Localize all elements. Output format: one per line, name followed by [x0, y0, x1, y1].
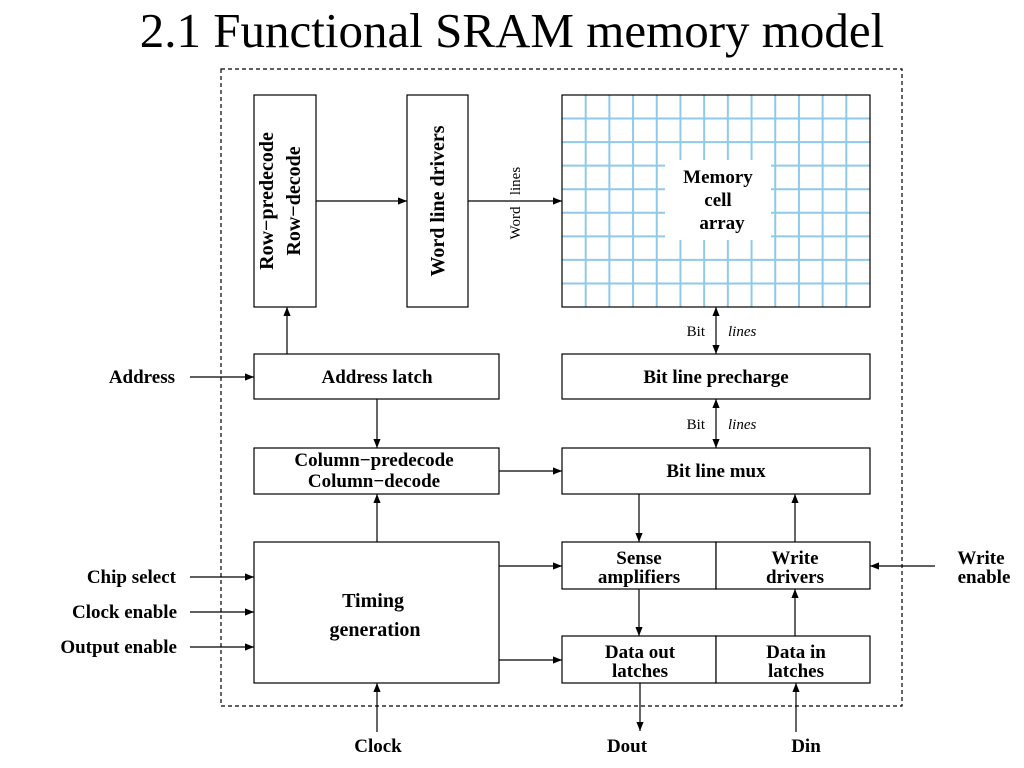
- memory-array-line-1: Memory: [683, 167, 753, 188]
- sense-write-block: Sense amplifiers Write drivers: [561, 541, 871, 590]
- write-enable-label-2: enable: [958, 567, 1011, 588]
- clock-enable-label: Clock enable: [72, 602, 177, 623]
- row-decode-line-1: Row−predecode: [256, 132, 278, 270]
- bit-line-mux-block: Bit line mux: [561, 447, 871, 495]
- timing-line-2: generation: [329, 619, 420, 641]
- timing-generation-block: Timing generation: [253, 541, 500, 684]
- bit-line-precharge-label: Bit line precharge: [643, 367, 788, 388]
- address-signal-label: Address: [109, 367, 175, 388]
- data-out-latches-line-1: Data out: [605, 642, 676, 663]
- connections: [283, 197, 799, 664]
- write-drivers-line-1: Write: [771, 548, 818, 569]
- word-line-drivers-block: Word line drivers: [406, 94, 469, 308]
- write-drivers-line-2: drivers: [766, 567, 824, 588]
- memory-array-line-2: cell: [704, 190, 731, 211]
- dout-label: Dout: [607, 736, 648, 757]
- bit-line-precharge-block: Bit line precharge: [561, 353, 871, 400]
- sense-amplifiers-line-1: Sense: [616, 548, 661, 569]
- output-enable-label: Output enable: [60, 637, 177, 658]
- external-signals: Address Chip select Clock enable Output …: [60, 367, 1010, 757]
- din-label: Din: [791, 736, 821, 757]
- address-latch-label: Address latch: [321, 367, 432, 388]
- data-latches-block: Data out latches Data in latches: [561, 635, 871, 684]
- row-decode-line-2: Row−decode: [283, 146, 305, 255]
- chip-select-label: Chip select: [87, 567, 177, 588]
- word-lines-label-1: Word: [508, 206, 524, 239]
- word-lines-label-2: lines: [508, 167, 524, 195]
- clock-label: Clock: [354, 736, 402, 757]
- column-decode-block: Column−predecode Column−decode: [253, 447, 500, 495]
- column-decode-line-2: Column−decode: [308, 471, 440, 492]
- page-title: 2.1 Functional SRAM memory model: [139, 3, 885, 58]
- row-decode-block: Row−predecode Row−decode: [253, 94, 317, 308]
- bit-line-mux-label: Bit line mux: [666, 461, 766, 482]
- bit-lines-1-label-2: lines: [728, 324, 756, 340]
- write-enable-label-1: Write: [957, 548, 1004, 569]
- timing-line-1: Timing: [342, 590, 404, 612]
- data-out-latches-line-2: latches: [612, 661, 668, 682]
- chip-boundary: [220, 68, 903, 707]
- wire-labels: Word lines Bit lines Bit lines: [508, 167, 756, 433]
- bit-lines-2-label-1: Bit: [687, 417, 706, 433]
- bit-lines-2-label-2: lines: [728, 417, 756, 433]
- bit-lines-1-label-1: Bit: [687, 324, 706, 340]
- memory-cell-array: Memory cell array: [561, 94, 871, 308]
- data-in-latches-line-1: Data in: [766, 642, 826, 663]
- address-latch-block: Address latch: [253, 353, 500, 400]
- word-line-drivers-label: Word line drivers: [427, 125, 449, 276]
- memory-array-line-3: array: [699, 213, 745, 234]
- sense-amplifiers-line-2: amplifiers: [598, 567, 680, 588]
- column-decode-line-1: Column−predecode: [294, 450, 453, 471]
- data-in-latches-line-2: latches: [768, 661, 824, 682]
